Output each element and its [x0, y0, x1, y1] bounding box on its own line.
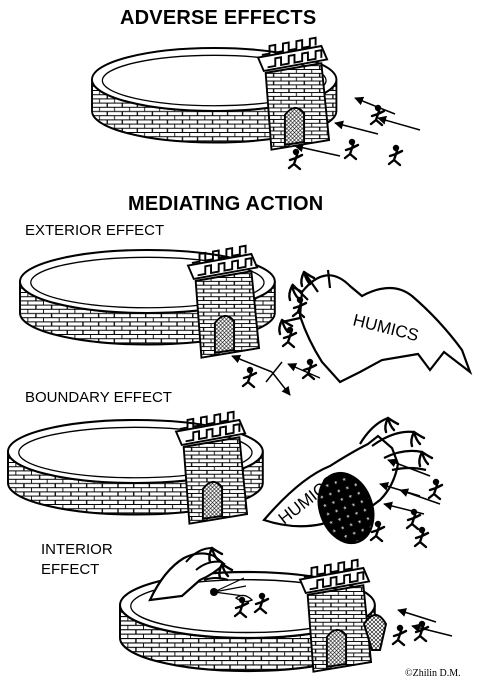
shield — [317, 471, 375, 545]
attackers-group — [287, 96, 421, 171]
adverse-effects-scene — [90, 36, 421, 171]
boundary-effect-scene: HUMICS — [6, 410, 444, 549]
author-credit: ©Zhilin D.M. — [405, 668, 461, 679]
adverse-effects-heading: ADVERSE EFFECTS — [120, 7, 317, 29]
mediating-action-heading: MEDIATING ACTION — [128, 193, 324, 215]
boundary-effect-label: BOUNDARY EFFECT — [25, 389, 172, 406]
interior-effect-label-line1: INTERIOR — [41, 541, 113, 558]
interior-effect-label-line2: EFFECT — [41, 561, 100, 578]
exterior-effect-scene: HUMICS — [18, 244, 473, 396]
humics-creature-body — [298, 274, 473, 384]
exterior-effect-label: EXTERIOR EFFECT — [25, 222, 165, 239]
interior-effect-scene — [118, 546, 453, 673]
